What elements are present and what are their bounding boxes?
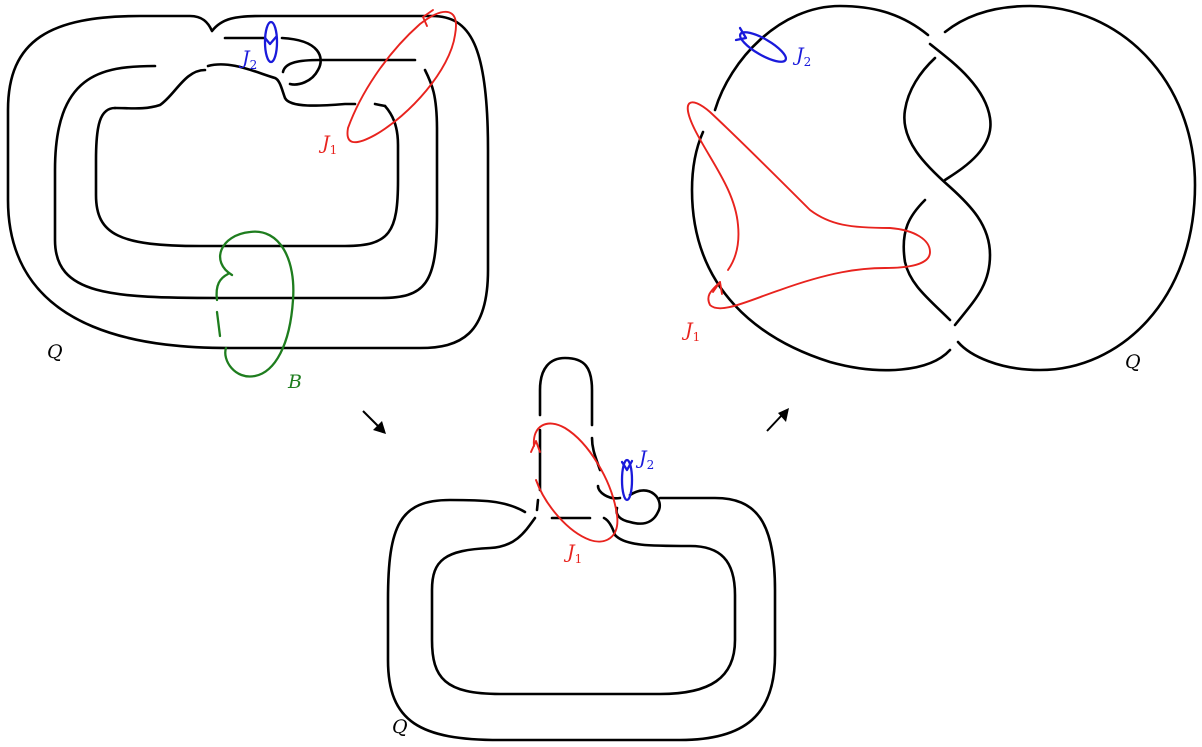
label-Q-panel-3: Q [1125,351,1141,373]
knot-Q-panel-1 [6,14,490,350]
curve-J2-panel-1 [263,20,279,64]
panel-bottom-center: Q J1 J2 [386,356,777,742]
panel-top-left: Q B J1 J2 [6,9,490,393]
knot-Q-panel-3 [690,4,1197,372]
curve-J1-panel-2 [530,422,619,543]
label-J1-panel-1: J1 [318,132,337,157]
arrow-down-right [362,410,386,434]
curve-J2-panel-3 [734,26,788,63]
panel-top-right: Q J1 J2 [681,4,1197,373]
label-J2-panel-1: J2 [238,47,257,72]
label-J1-panel-2: J1 [563,541,582,566]
label-J1-panel-3: J1 [681,319,700,344]
label-Q-panel-2: Q [392,716,408,738]
curve-B [215,230,295,378]
curve-J1-panel-1 [346,9,457,144]
curve-J1-panel-3 [686,101,931,310]
label-J2-panel-2: J2 [635,447,654,472]
curve-J2-panel-2 [620,458,634,502]
label-Q-panel-1: Q [47,341,63,363]
label-J2-panel-3: J2 [792,44,811,69]
label-B: B [287,371,302,393]
knot-Q-panel-2 [386,356,777,742]
arrow-up-right [766,408,789,432]
